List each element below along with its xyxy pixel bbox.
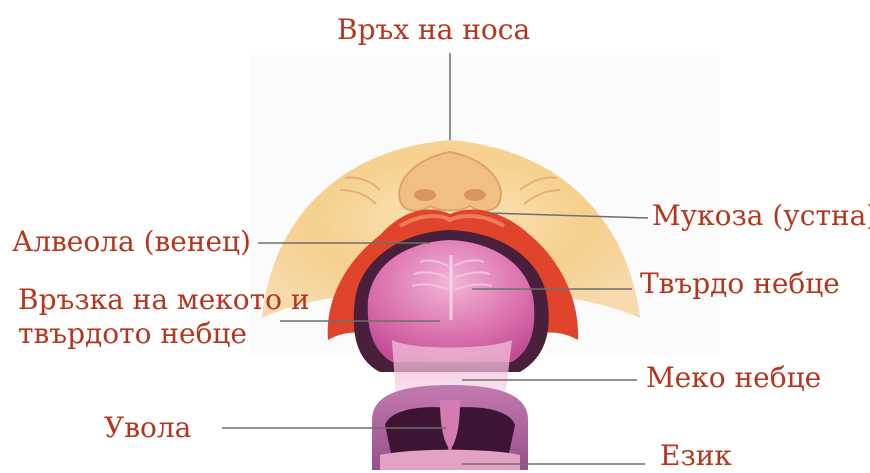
label-soft-palate: Меко небце [646,362,821,394]
label-alveola: Алвеола (венец) [12,226,251,258]
label-uvula: Увола [104,412,191,444]
label-junction-line2: твърдото небце [18,318,247,350]
label-nose-tip: Връх на носа [337,14,530,46]
label-mucosa: Мукоза (устна) [652,200,870,232]
label-hard-palate: Твърдо небце [640,268,840,300]
label-tongue: Език [660,440,732,472]
label-junction-line1: Връзка на мекото и [18,284,310,316]
tongue-shape [380,450,520,470]
